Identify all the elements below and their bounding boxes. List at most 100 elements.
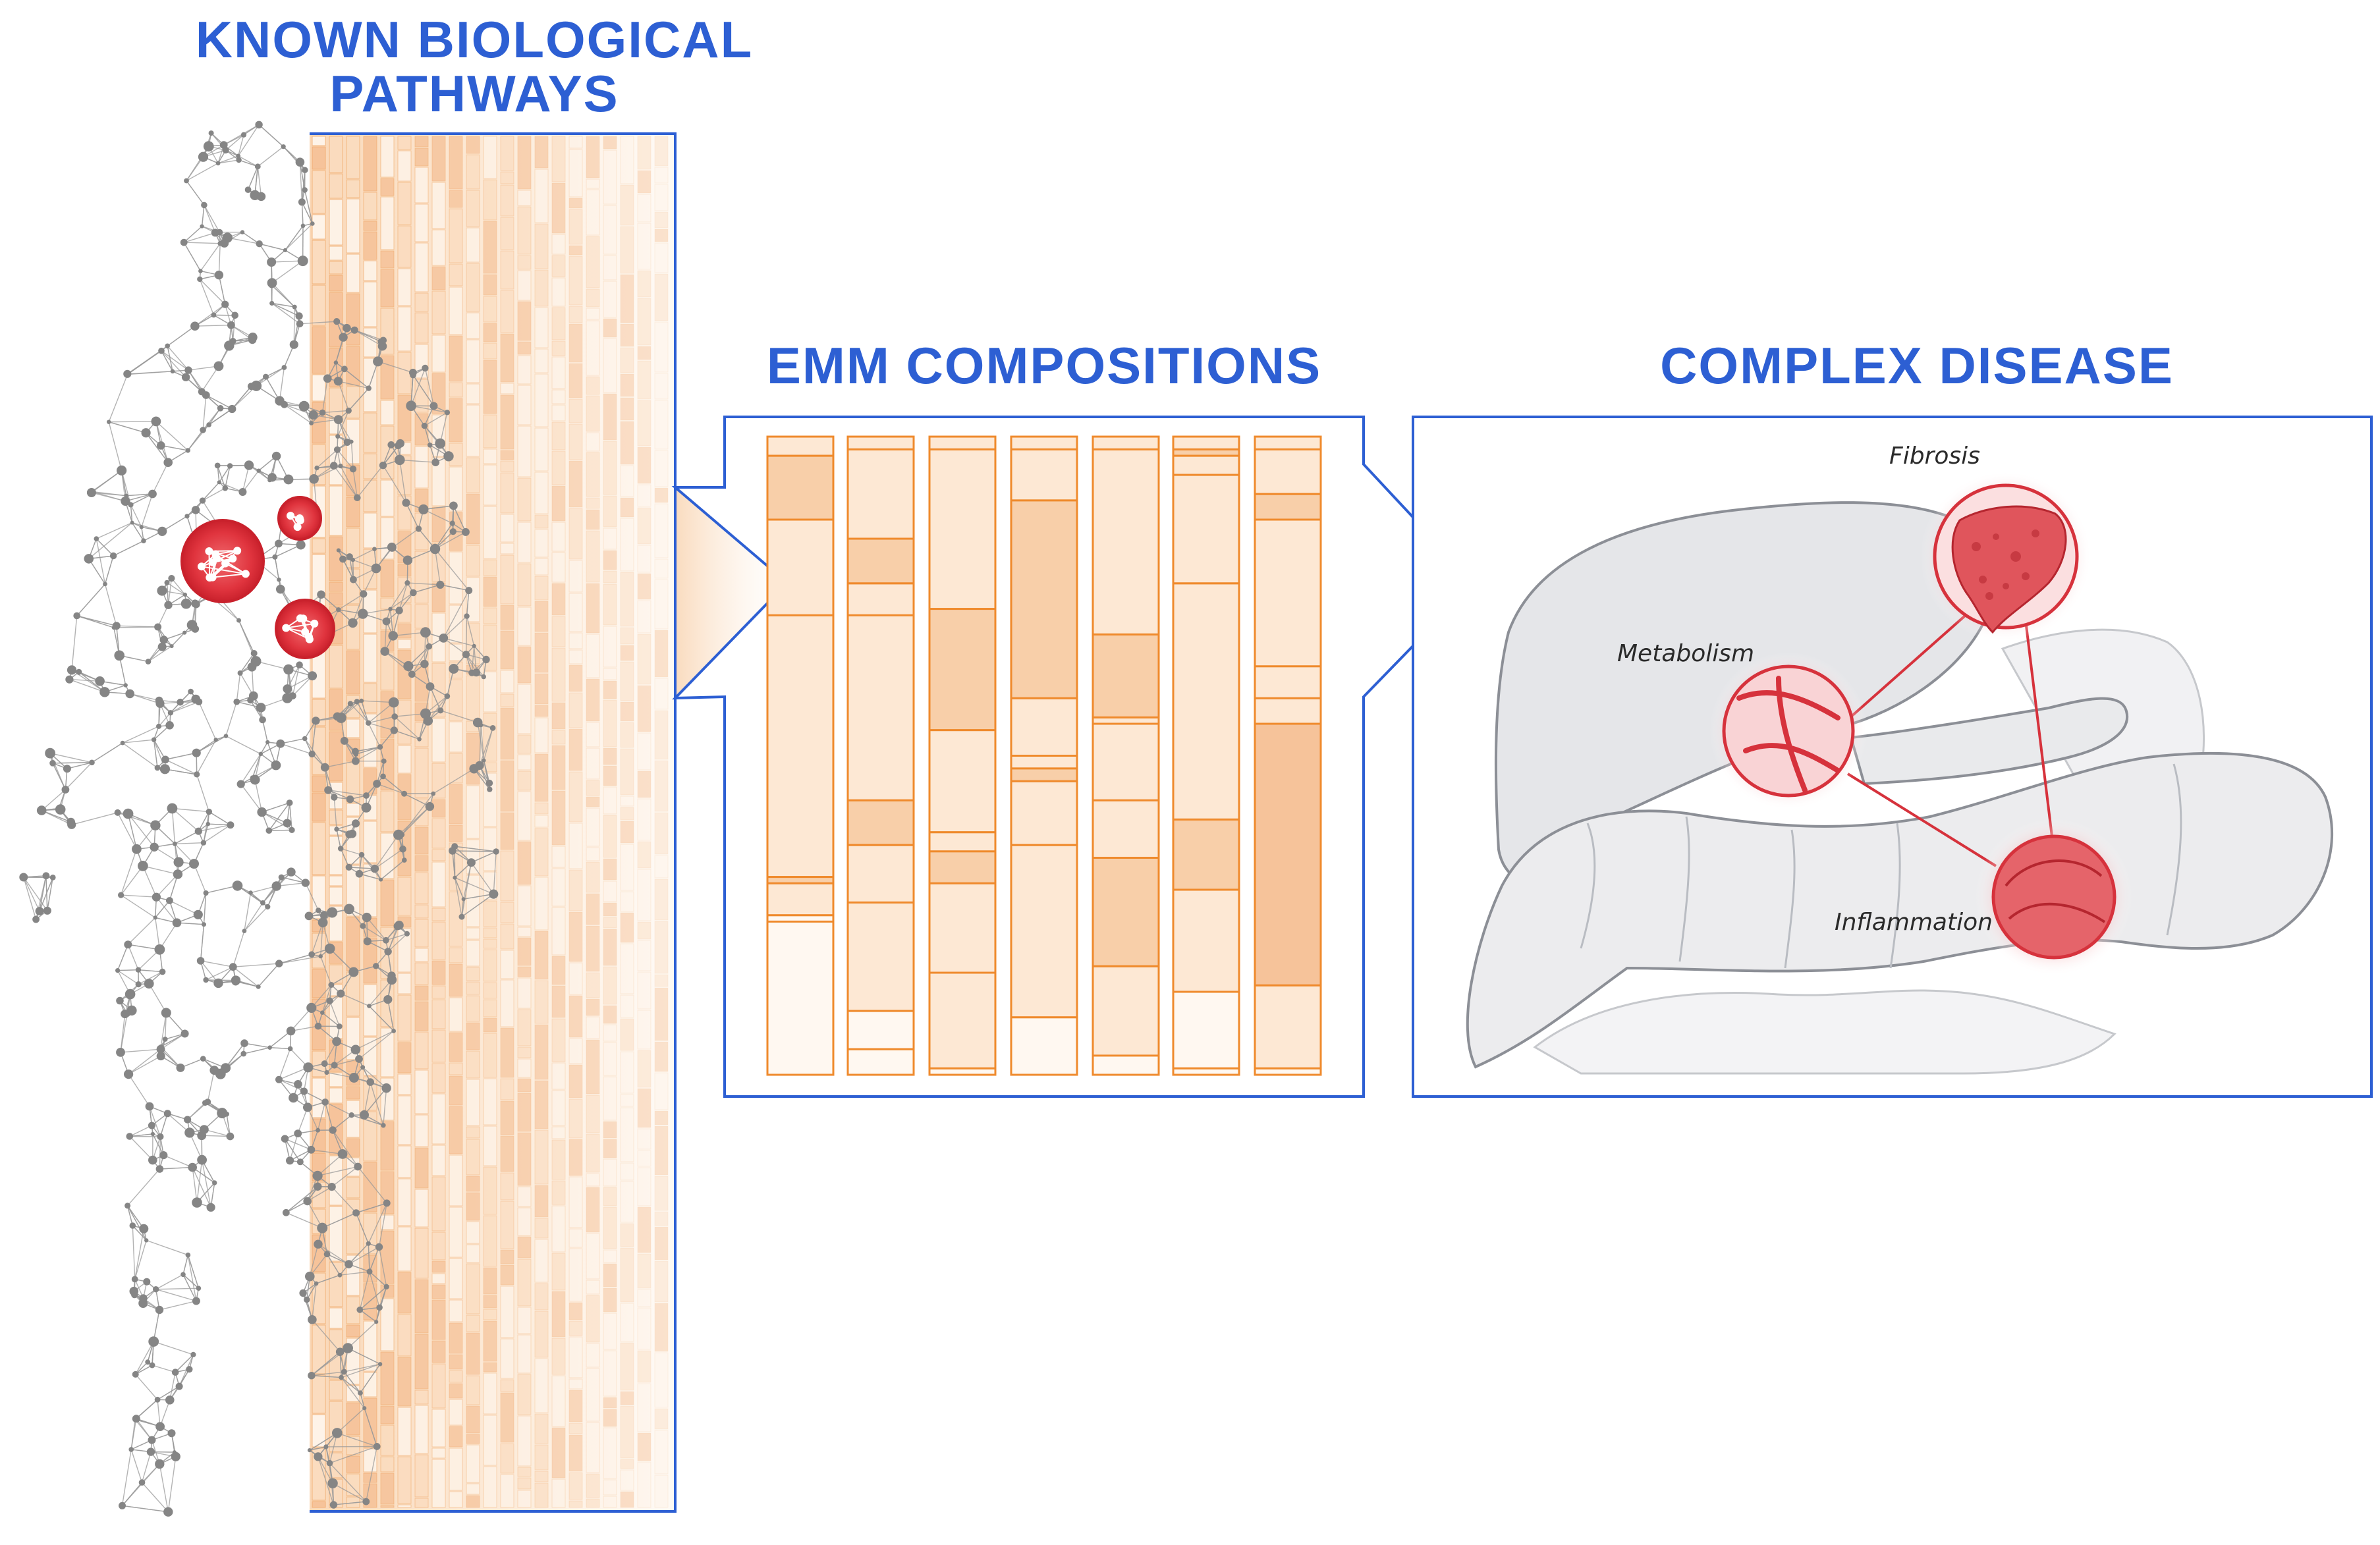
network-edge xyxy=(254,779,263,813)
network-node xyxy=(379,337,387,344)
network-edge xyxy=(364,1081,371,1116)
network-node xyxy=(304,1296,310,1303)
network-edge xyxy=(384,621,387,652)
stripe-cell xyxy=(466,1405,480,1434)
stripe-cell xyxy=(603,1249,617,1263)
stripe-cell xyxy=(431,290,446,335)
stripe-cell xyxy=(431,136,446,182)
network-edge xyxy=(141,1482,169,1513)
emm-segment xyxy=(928,971,997,1070)
network-node xyxy=(275,396,285,406)
stripe-cell xyxy=(397,136,412,150)
network-node xyxy=(265,904,271,909)
network-node xyxy=(206,822,210,827)
stripe-cell xyxy=(363,453,377,479)
network-node xyxy=(294,1129,302,1137)
network-edge xyxy=(225,701,237,736)
network-node xyxy=(200,840,207,846)
emm-segment xyxy=(1172,582,1240,821)
network-node xyxy=(63,765,71,773)
stripe-cell xyxy=(363,1320,377,1372)
network-edge xyxy=(170,698,196,713)
network-node xyxy=(36,805,47,815)
network-edge xyxy=(443,637,466,655)
network-edge xyxy=(479,725,482,766)
stripe-cell xyxy=(603,149,617,205)
network-edge xyxy=(121,894,157,898)
stripe-cell xyxy=(551,522,566,552)
stripe-cell xyxy=(466,927,480,940)
stripe-cell xyxy=(483,1362,497,1372)
stripe-cell xyxy=(551,404,566,421)
network-node xyxy=(166,897,173,904)
stripe-cell xyxy=(637,732,651,771)
network-edge xyxy=(454,877,464,900)
stripe-cell xyxy=(431,335,446,373)
network-node xyxy=(188,688,194,695)
cluster-edge xyxy=(211,550,238,578)
network-node xyxy=(212,1180,217,1185)
stripe-cell xyxy=(620,701,634,722)
network-node xyxy=(254,163,261,170)
network-node xyxy=(301,879,310,887)
network-node xyxy=(263,373,269,380)
network-node xyxy=(308,750,316,758)
stripe-cell xyxy=(551,277,566,307)
network-node xyxy=(131,1276,138,1283)
network-edge xyxy=(120,1014,128,1053)
network-edge xyxy=(134,1419,153,1441)
stripe-cell xyxy=(414,551,429,604)
network-node xyxy=(151,416,161,427)
network-edge xyxy=(130,504,142,528)
network-edge xyxy=(153,1309,160,1342)
network-node xyxy=(493,848,499,855)
network-edge xyxy=(88,558,106,585)
network-node xyxy=(236,618,241,623)
network-edge xyxy=(351,1114,384,1126)
stripe-cell xyxy=(500,184,514,217)
stripe-cell xyxy=(654,1226,669,1260)
network-edge xyxy=(307,1186,333,1202)
network-node xyxy=(337,1272,343,1278)
stripe-cell xyxy=(534,931,549,980)
stripe-cell xyxy=(637,1307,651,1350)
network-edge xyxy=(304,1091,325,1103)
stripe-cell xyxy=(551,1375,566,1427)
network-node xyxy=(141,428,151,438)
network-node xyxy=(374,1320,379,1324)
stripe-cell xyxy=(329,592,343,606)
network-edge xyxy=(262,802,290,813)
stripe-cell xyxy=(603,786,617,815)
network-node xyxy=(381,758,387,764)
network-edge xyxy=(285,225,304,251)
stripe-cell xyxy=(449,190,463,208)
network-edge xyxy=(276,882,306,887)
network-node xyxy=(202,1100,208,1106)
network-node xyxy=(143,1278,151,1286)
network-edge xyxy=(109,421,156,423)
network-node xyxy=(449,664,459,674)
network-edge xyxy=(369,1271,387,1288)
stripe-cell xyxy=(568,593,583,632)
stripe-cell xyxy=(603,255,617,281)
network-edge xyxy=(301,170,306,202)
emm-segment xyxy=(766,435,835,457)
stripe-cell xyxy=(568,728,583,771)
stripe-cell xyxy=(483,1033,497,1078)
network-node xyxy=(260,900,265,906)
network-node xyxy=(242,929,247,933)
stripe-cell xyxy=(363,937,377,984)
network-edge xyxy=(183,232,215,243)
network-edge xyxy=(127,1205,144,1230)
network-node xyxy=(231,977,240,986)
network-node xyxy=(73,612,80,620)
network-edge xyxy=(252,753,262,778)
stripe-cell xyxy=(603,1397,617,1409)
network-node xyxy=(377,744,383,750)
network-edge xyxy=(104,583,117,626)
stripe-cell xyxy=(431,1273,446,1284)
network-node xyxy=(320,911,328,919)
network-node xyxy=(350,326,358,334)
network-edge xyxy=(91,492,126,502)
network-edge xyxy=(256,367,285,387)
